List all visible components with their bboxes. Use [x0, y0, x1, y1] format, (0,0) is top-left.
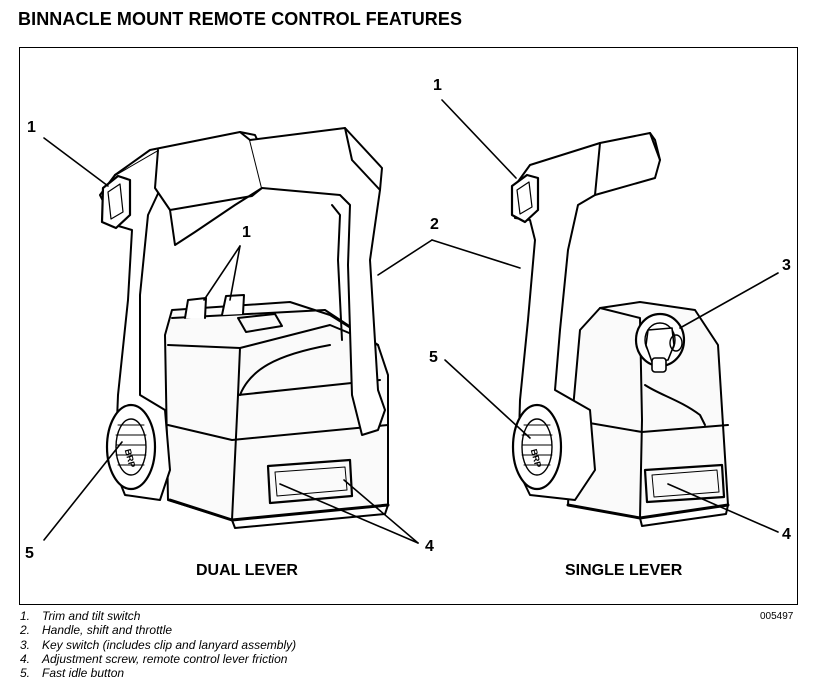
caption-dual-lever: DUAL LEVER: [196, 562, 298, 579]
legend-item: 3. Key switch (includes clip and lanyard…: [20, 637, 297, 652]
page-title: BINNACLE MOUNT REMOTE CONTROL FEATURES: [18, 9, 463, 29]
callout-dual-trim-switch: 1: [27, 119, 36, 136]
legend-item: 4. Adjustment screw, remote control leve…: [20, 651, 288, 666]
callout-single-brp-dial: 5: [429, 349, 438, 366]
callout-handle: 2: [430, 216, 439, 233]
caption-single-lever: SINGLE LEVER: [565, 562, 683, 579]
dual-lever-right-arm: [249, 127, 386, 436]
dual-lever-unit: BRP: [99, 127, 390, 529]
callout-key-switch: 3: [782, 257, 791, 274]
legend-item: 2. Handle, shift and throttle: [20, 623, 173, 638]
callout-dual-fast-idle: 1: [242, 224, 251, 241]
legend-item: 1. Trim and tilt switch: [20, 609, 141, 623]
single-lever-arm: [511, 132, 661, 501]
figure-frame: [19, 47, 798, 605]
dual-brp-dial: BRP: [105, 403, 157, 491]
single-housing: [566, 301, 730, 527]
callout-single-adjustment-screw: 4: [782, 526, 791, 543]
dual-adjustment-screw-panel: [266, 458, 354, 505]
dual-brp-logo: BRP: [123, 448, 138, 469]
callout-dual-adjustment-screw: 4: [425, 538, 434, 555]
callout-dual-brp-dial: 5: [25, 545, 34, 562]
single-lever-unit: BRP: [510, 132, 730, 527]
single-key-switch: [634, 312, 686, 373]
single-adjustment-screw-panel: [643, 463, 726, 504]
callout-single-trim-switch: 1: [433, 77, 442, 94]
single-trim-switch: [510, 173, 540, 224]
legend-item: 5. Fast idle button: [20, 666, 125, 681]
leader-lines: [43, 99, 779, 544]
single-brp-logo: BRP: [529, 448, 544, 469]
figure-id: 005497: [760, 611, 794, 622]
legend: 1. Trim and tilt switch 2. Handle, shift…: [20, 609, 296, 680]
single-brp-dial: BRP: [511, 403, 563, 491]
dual-trim-switch: [100, 174, 132, 230]
